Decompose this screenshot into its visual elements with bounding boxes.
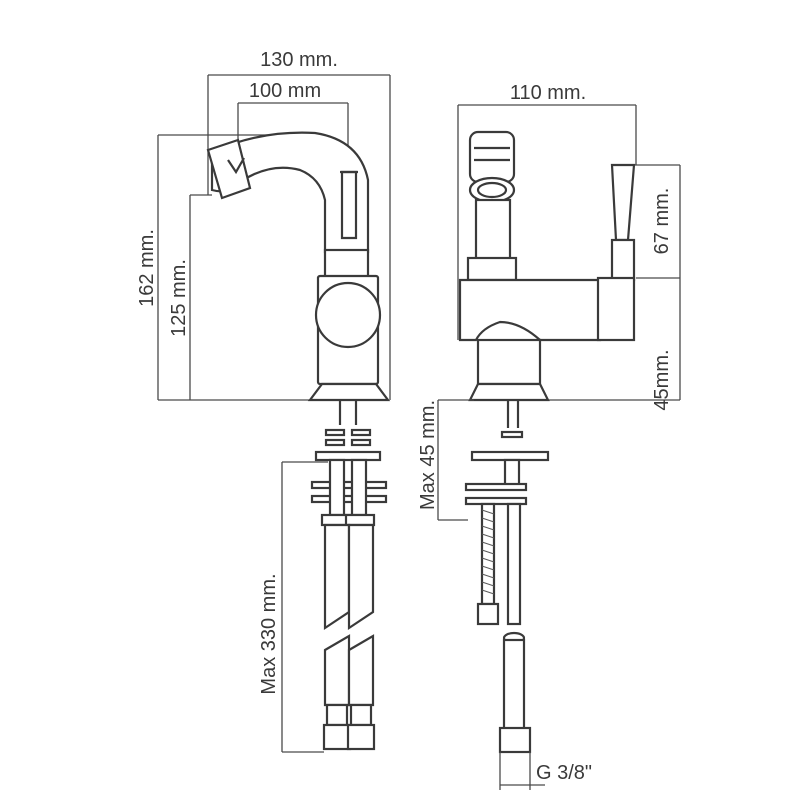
side-view: 110 mm. 67 mm. 45mm. xyxy=(417,82,681,790)
base-height-label: 45mm. xyxy=(651,349,673,410)
base-height-dimension: 45mm. xyxy=(546,278,681,411)
handle-height-label: 67 mm. xyxy=(651,188,673,255)
thread-dimension: G 3/8" xyxy=(499,752,592,790)
body-side xyxy=(458,278,602,342)
hose-nut-right xyxy=(346,723,376,751)
spout-side xyxy=(468,130,516,184)
base xyxy=(307,382,391,402)
handle-side xyxy=(610,163,636,242)
threaded-rod xyxy=(476,502,500,626)
hose-nut-left xyxy=(322,723,352,751)
max-hose-length-dimension: Max 330 mm. xyxy=(258,461,328,753)
handle-height-dimension: 67 mm. xyxy=(634,164,681,279)
hose-nut-side xyxy=(498,726,532,754)
depth-total-label: 110 mm. xyxy=(510,82,586,104)
cartridge-cap xyxy=(314,281,382,349)
neck xyxy=(323,248,370,280)
width-total-dimension: 130 mm. xyxy=(207,49,391,400)
mounting-plate xyxy=(314,450,382,462)
front-view: 130 mm. 100 mm 162 mm. 125 mm. xyxy=(136,49,391,753)
max-hose-length-label: Max 330 mm. xyxy=(258,573,280,694)
height-total-label: 162 mm. xyxy=(136,229,158,307)
spout-aerator xyxy=(206,138,252,200)
max-mount-label: Max 45 mm. xyxy=(417,400,439,510)
max-mount-dimension: Max 45 mm. xyxy=(417,399,474,521)
width-total-label: 130 mm. xyxy=(260,49,338,71)
handle-lever xyxy=(340,170,358,240)
supply-hoses xyxy=(320,458,376,751)
width-spout-label: 100 mm xyxy=(249,80,321,102)
height-total-dimension: 162 mm. xyxy=(136,134,318,401)
thread-label: G 3/8" xyxy=(536,762,592,784)
height-spout-dimension: 125 mm. xyxy=(168,194,212,400)
base-side xyxy=(468,382,550,402)
height-spout-label: 125 mm. xyxy=(168,259,190,337)
depth-total-dimension: 110 mm. xyxy=(457,82,637,340)
